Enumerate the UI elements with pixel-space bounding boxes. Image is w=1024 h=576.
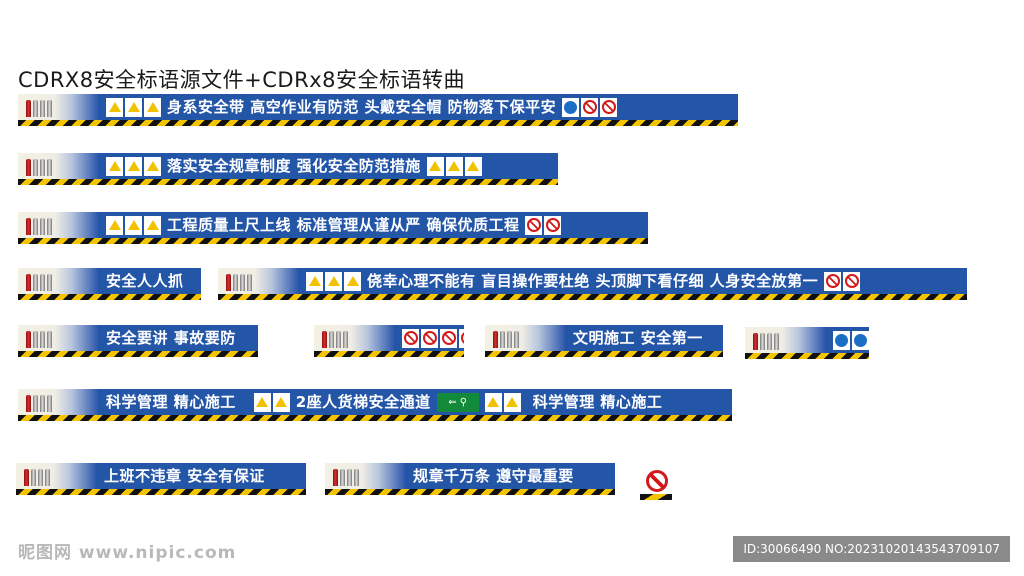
- prohibition-sign-icon: [843, 271, 861, 291]
- prohibition-sign-icon: [640, 466, 672, 500]
- mandatory-sign-icon: [562, 97, 580, 117]
- warning-sign-icon: [325, 271, 342, 291]
- banner-slogan: 安全人人抓: [106, 272, 184, 290]
- hazard-stripe: [18, 294, 201, 300]
- safety-banner-3: 工程质量上尺上线 标准管理从谨从严 确保优质工程: [18, 212, 648, 244]
- banner-logo: [325, 463, 407, 489]
- banner-slogan: 安全要讲 事故要防: [106, 329, 236, 347]
- warning-sign-icon: [144, 215, 161, 235]
- prohibition-sign-icon: [459, 328, 464, 348]
- safety-banner-7: [314, 325, 464, 357]
- hazard-stripe: [325, 489, 615, 495]
- warning-sign-icon: [306, 271, 323, 291]
- banner-slogan: 工程质量上尺上线 标准管理从谨从严 确保优质工程: [167, 216, 520, 234]
- banner-slogan: 文明施工 安全第一: [573, 329, 703, 347]
- mandatory-sign-icon: [833, 330, 850, 350]
- warning-sign-icon: [144, 97, 161, 117]
- prohibition-sign-icon: [824, 271, 842, 291]
- warning-sign-icon: [344, 271, 361, 291]
- banner-logo: [18, 325, 100, 351]
- hazard-stripe: [18, 351, 258, 357]
- warning-signs: [253, 392, 290, 412]
- safety-banner-2: 落实安全规章制度 强化安全防范措施: [18, 153, 558, 185]
- warning-signs: [106, 156, 161, 176]
- warning-signs: [484, 392, 521, 412]
- hazard-stripe: [485, 351, 723, 357]
- banner-slogan: 侥幸心理不能有 盲目操作要杜绝 头顶脚下看仔细 人身安全放第一: [367, 272, 819, 290]
- banner-slogan: 上班不违章 安全有保证: [104, 467, 265, 485]
- warning-signs: [306, 271, 361, 291]
- watermark-logo: 昵图网 www.nipic.com: [18, 543, 237, 563]
- prohibition-sign-icon: [525, 215, 543, 235]
- hazard-stripe: [218, 294, 967, 300]
- banner-logo: [18, 153, 100, 179]
- banner-logo: [18, 268, 100, 294]
- warning-sign-icon: [464, 156, 482, 176]
- banner-logo: [218, 268, 300, 294]
- banner-logo: [745, 327, 827, 353]
- prohibition-signs: [525, 215, 562, 235]
- safety-banner-6: 安全要讲 事故要防: [18, 325, 258, 357]
- banner-slogan: 规章千万条 遵守最重要: [413, 467, 574, 485]
- banner-logo: [16, 463, 98, 489]
- banner-logo: [18, 389, 100, 415]
- warning-signs: [106, 215, 161, 235]
- watermark-id: ID:30066490 NO:20231020143543709107: [733, 536, 1010, 562]
- safety-banner-11: 上班不违章 安全有保证: [16, 463, 306, 495]
- warning-sign-icon: [253, 392, 271, 412]
- safety-banner-9: [745, 327, 869, 359]
- banner-logo: [314, 325, 396, 351]
- warning-sign-icon: [426, 156, 444, 176]
- banner-slogan: 落实安全规章制度 强化安全防范措施: [167, 157, 421, 175]
- warning-sign-icon: [445, 156, 463, 176]
- safety-banner-8: 文明施工 安全第一: [485, 325, 723, 357]
- prohibition-signs: [824, 271, 861, 291]
- prohibition-sign-icon: [581, 97, 599, 117]
- prohibition-sign-icon: [600, 97, 618, 117]
- prohibition-sign-icon: [544, 215, 562, 235]
- prohibition-signs: [402, 328, 464, 348]
- warning-sign-icon: [484, 392, 502, 412]
- warning-sign-icon: [503, 392, 521, 412]
- banner-logo: [18, 212, 100, 238]
- warning-signs: [426, 156, 482, 176]
- banner-slogan: 身系安全带 高空作业有防范 头戴安全帽 防物落下保平安: [167, 98, 557, 116]
- banner-logo: [485, 325, 567, 351]
- mandatory-sign-icon: [852, 330, 869, 350]
- exit-sign-icon: ⇐ ⚲: [436, 392, 479, 412]
- safety-banner-1: 身系安全带 高空作业有防范 头戴安全帽 防物落下保平安: [18, 94, 738, 126]
- warning-sign-icon: [106, 156, 123, 176]
- prohibition-sign-icon: [402, 328, 419, 348]
- hazard-stripe: [745, 353, 869, 359]
- safety-banner-5: 侥幸心理不能有 盲目操作要杜绝 头顶脚下看仔细 人身安全放第一: [218, 268, 967, 300]
- warning-sign-icon: [106, 97, 123, 117]
- hazard-stripe: [18, 415, 732, 421]
- hazard-stripe: [18, 120, 738, 126]
- safety-banner-12: 规章千万条 遵守最重要: [325, 463, 615, 495]
- warning-sign-icon: [272, 392, 290, 412]
- banner-logo: [18, 94, 100, 120]
- warning-signs: [106, 97, 161, 117]
- prohibition-sign-icon: [421, 328, 438, 348]
- warning-sign-icon: [125, 97, 142, 117]
- banner-slogan: 2座人货梯安全通道: [295, 393, 431, 411]
- safety-banner-10: 科学管理 精心施工 2座人货梯安全通道 ⇐ ⚲ 科学管理 精心施工: [18, 389, 732, 421]
- banner-slogan: 科学管理 精心施工: [106, 393, 236, 411]
- hazard-stripe: [18, 238, 648, 244]
- mandatory-signs: [833, 330, 869, 350]
- hazard-stripe: [16, 489, 306, 495]
- mixed-signs: [562, 97, 618, 117]
- warning-sign-icon: [106, 215, 123, 235]
- hazard-stripe: [18, 179, 558, 185]
- safety-banner-4: 安全人人抓: [18, 268, 201, 300]
- banner-slogan: 科学管理 精心施工: [532, 393, 663, 411]
- hazard-stripe: [314, 351, 464, 357]
- warning-sign-icon: [144, 156, 161, 176]
- prohibition-sign-icon: [440, 328, 457, 348]
- page-title: CDRX8安全标语源文件+CDRx8安全标语转曲: [18, 68, 465, 92]
- warning-sign-icon: [125, 156, 142, 176]
- warning-sign-icon: [125, 215, 142, 235]
